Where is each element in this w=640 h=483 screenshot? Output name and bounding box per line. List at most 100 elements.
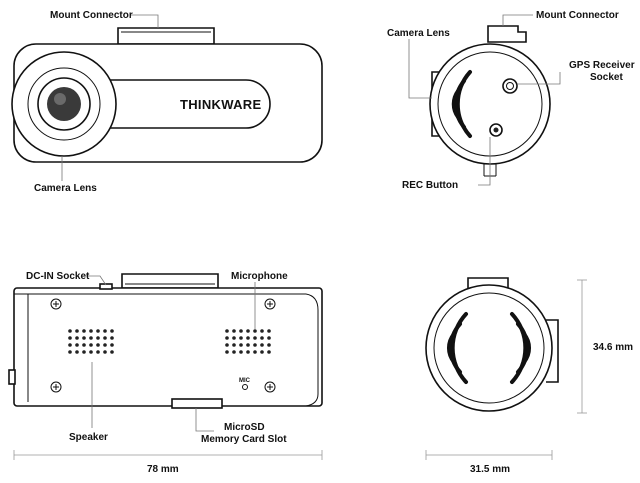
speaker-grille-hole xyxy=(103,329,107,333)
microphone-grille-hole xyxy=(246,343,250,347)
label-microphone: Microphone xyxy=(231,271,288,282)
back-view: MIC DC-IN Socket Microphone Speaker Micr… xyxy=(8,271,323,475)
speaker-grille-hole xyxy=(96,336,100,340)
label-microsd-line1: MicroSD xyxy=(224,422,265,433)
speaker-grille-hole xyxy=(110,343,114,347)
microphone-grille-hole xyxy=(225,336,229,340)
height-dimension-line xyxy=(577,279,587,414)
microphone-grille-hole xyxy=(260,329,264,333)
back-mount-connector xyxy=(121,273,219,289)
width-dimension-line xyxy=(13,450,323,460)
label-front-mount-connector: Mount Connector xyxy=(50,10,133,21)
microphone-grille-hole xyxy=(239,336,243,340)
label-side-mount-connector: Mount Connector xyxy=(536,10,619,21)
leader-side-lens xyxy=(408,39,432,99)
side-mount-connector xyxy=(487,25,527,43)
microphone-grille-hole xyxy=(260,336,264,340)
label-mic-small: MIC xyxy=(239,378,251,384)
side-view: Mount Connector Camera Lens GPS Receiver… xyxy=(387,10,635,191)
microphone-grille-hole xyxy=(253,329,257,333)
dimension-depth-label: 31.5 mm xyxy=(470,464,510,475)
speaker-grille-hole xyxy=(110,350,114,354)
gps-socket-inner xyxy=(506,82,514,90)
microphone-grille-hole xyxy=(260,343,264,347)
speaker-grille-hole xyxy=(110,336,114,340)
back-body xyxy=(13,287,323,407)
speaker-grille-hole xyxy=(96,343,100,347)
speaker-grille-hole xyxy=(82,350,86,354)
speaker-grille-hole xyxy=(110,329,114,333)
rear-side-view: 34.6 mm 31.5 mm xyxy=(425,277,633,475)
microphone-grille-hole xyxy=(232,350,236,354)
gps-socket-outer xyxy=(502,78,518,94)
microphone-grille-hole xyxy=(246,329,250,333)
speaker-grille-hole xyxy=(96,350,100,354)
dc-in-socket-port xyxy=(99,283,113,290)
speaker-grille-hole xyxy=(89,350,93,354)
microphone-grille-hole xyxy=(267,329,271,333)
rear-right-arc-3 xyxy=(522,332,532,364)
speaker-grille-hole xyxy=(89,336,93,340)
screw-bottom-right-icon xyxy=(264,381,276,393)
front-view: THINKWARE Mount Connector Camera Lens xyxy=(11,10,323,194)
front-lens-highlight xyxy=(54,93,66,105)
microphone-grille-hole xyxy=(260,350,264,354)
microphone-grille-hole xyxy=(239,350,243,354)
leader-microsd xyxy=(195,408,214,432)
microsd-slot xyxy=(171,398,223,409)
brand-logo-text: THINKWARE xyxy=(180,97,261,112)
rear-left-arc-3 xyxy=(446,332,456,364)
leader-side-mount xyxy=(502,14,533,26)
speaker-grille-hole xyxy=(68,350,72,354)
microphone-grille-hole xyxy=(232,343,236,347)
microphone-grille-hole xyxy=(239,343,243,347)
dimension-height-label: 34.6 mm xyxy=(593,342,633,353)
label-speaker: Speaker xyxy=(69,432,108,443)
speaker-grille-hole xyxy=(75,329,79,333)
back-side-button xyxy=(8,369,16,385)
microphone-grille xyxy=(225,329,271,354)
microphone-grille-hole xyxy=(246,350,250,354)
screw-top-left-icon xyxy=(50,298,62,310)
microphone-grille-hole xyxy=(239,329,243,333)
front-lens-glass xyxy=(47,87,81,121)
microphone-grille-hole xyxy=(253,343,257,347)
speaker-grille-hole xyxy=(89,343,93,347)
label-rec-button: REC Button xyxy=(402,180,458,191)
front-lens-ring-outer xyxy=(27,67,101,141)
label-microsd-line2: Memory Card Slot xyxy=(201,434,287,445)
microphone-grille-hole xyxy=(267,343,271,347)
label-gps-line2: Socket xyxy=(590,72,623,83)
leader-rec xyxy=(478,137,491,186)
rear-side-inner-ring xyxy=(433,292,545,404)
speaker-grille-hole xyxy=(82,343,86,347)
speaker-grille-hole xyxy=(103,350,107,354)
screw-top-right-icon xyxy=(264,298,276,310)
microphone-grille-hole xyxy=(267,350,271,354)
back-inner-panel xyxy=(27,293,319,407)
speaker-grille-hole xyxy=(68,343,72,347)
speaker-grille-hole xyxy=(68,336,72,340)
leader-front-mount xyxy=(130,14,159,28)
microphone-grille-hole xyxy=(232,329,236,333)
speaker-grille-hole xyxy=(82,336,86,340)
label-gps-line1: GPS Receiver xyxy=(569,60,635,71)
microphone-grille-hole xyxy=(232,336,236,340)
screw-bottom-left-icon xyxy=(50,381,62,393)
speaker-grille xyxy=(68,329,114,354)
side-speaker-arc-1 xyxy=(455,70,472,138)
leader-gps xyxy=(517,72,561,85)
speaker-grille-hole xyxy=(96,329,100,333)
leader-dc-in xyxy=(86,275,107,286)
speaker-grille-hole xyxy=(103,336,107,340)
microphone-grille-hole xyxy=(225,343,229,347)
speaker-grille-hole xyxy=(75,343,79,347)
front-mount-connector xyxy=(117,27,215,45)
microphone-grille-hole xyxy=(225,350,229,354)
front-lens-arm xyxy=(88,79,271,129)
speaker-grille-hole xyxy=(75,350,79,354)
speaker-grille-hole xyxy=(82,329,86,333)
label-dc-in-socket: DC-IN Socket xyxy=(26,271,90,282)
speaker-grille-hole xyxy=(103,343,107,347)
